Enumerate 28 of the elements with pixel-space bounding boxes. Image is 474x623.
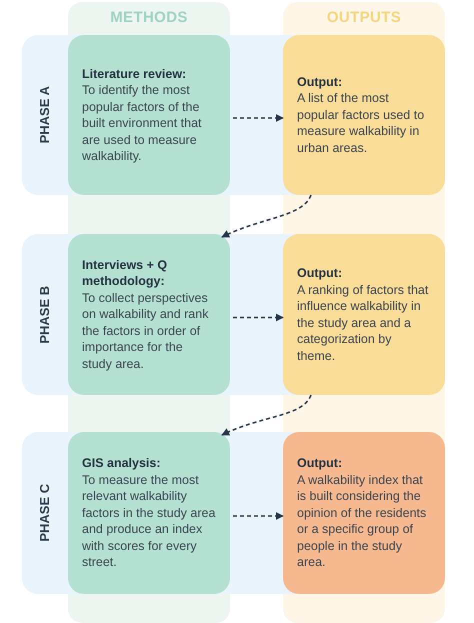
method-box xyxy=(68,432,230,594)
box-heading: Output: xyxy=(297,74,344,90)
box-description: A list of the most popular factors used to measure walkability in urban areas. xyxy=(297,90,426,156)
box-heading: Interviews + Q methodology: xyxy=(82,256,168,290)
box-heading: Literature review: xyxy=(82,66,188,82)
box-description: To measure the most relevant walkability factors in the study area and produce an index with scores for every street. xyxy=(82,472,216,571)
box-description: To identify the most popular factors of the built environment that are used to measure walkability. xyxy=(82,82,203,164)
box-description: A walkability index that is built considering the opinion of the residents or a specific group of people in the study area. xyxy=(297,472,428,571)
output-box xyxy=(283,234,445,395)
box-description: A ranking of factors that influence walkability in the study area and a categorization by theme. xyxy=(297,282,430,364)
dashed-arrow xyxy=(233,114,284,122)
dashed-arrow xyxy=(221,394,312,436)
output-box xyxy=(283,35,445,195)
box-heading: Output: xyxy=(297,265,344,282)
method-box xyxy=(68,35,230,195)
box-heading: GIS analysis: xyxy=(82,455,162,472)
phase-label: PHASE B xyxy=(36,286,54,344)
phase-label: PHASE C xyxy=(36,484,54,542)
method-box xyxy=(68,234,230,395)
dashed-arrow xyxy=(221,194,312,238)
column-heading: OUTPUTS xyxy=(326,8,402,28)
dashed-arrow xyxy=(233,314,284,322)
dashed-arrow xyxy=(233,512,284,520)
box-description: To collect perspectives on walkability and rank the factors in order of importance for the study area. xyxy=(82,290,210,372)
phase-label: PHASE A xyxy=(36,86,54,144)
box-heading: Output: xyxy=(297,455,344,472)
output-box xyxy=(283,432,445,594)
column-heading: METHODS xyxy=(109,8,189,28)
